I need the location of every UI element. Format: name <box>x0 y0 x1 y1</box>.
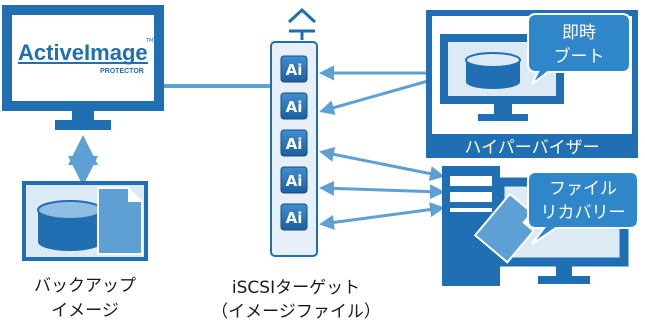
protector-monitor: ActiveImage TM PROTECTOR <box>2 5 164 130</box>
hypervisor-monitor-stand <box>494 104 512 114</box>
monitor-stand <box>72 108 94 120</box>
arrow-chip2-to-hypervisor <box>319 73 445 115</box>
logo-brand: ActiveImage <box>18 40 148 65</box>
database-icon <box>37 200 103 251</box>
chip-icon: Ai <box>280 203 308 231</box>
arrow-chip4-to-server <box>319 180 445 200</box>
logo-product: PROTECTOR <box>100 68 144 75</box>
logo-trademark: TM <box>145 38 153 44</box>
instant-boot-line2: ブート <box>554 46 605 67</box>
connection-arrows <box>319 65 445 230</box>
arrow-chip5-to-server <box>319 202 445 230</box>
chip-label: Ai <box>286 135 303 153</box>
chip-icon: Ai <box>280 129 308 157</box>
iscsi-label-line2: （イメージファイル） <box>211 302 381 322</box>
monitor-icon <box>2 5 164 111</box>
iscsi-label-line1: iSCSIターゲット <box>232 278 360 298</box>
instant-boot-line1: 即時 <box>562 23 596 43</box>
connector-icon <box>287 7 317 40</box>
physical-machine: ファイル リカバリー <box>442 166 639 286</box>
backup-label-line1: バックアップ <box>34 276 136 296</box>
document-icon <box>97 187 143 255</box>
chip-label: Ai <box>286 172 303 190</box>
chip-label: Ai <box>286 209 303 227</box>
file-recovery-callout <box>527 171 639 245</box>
desktop-monitor-stand <box>556 266 572 276</box>
chip-icon: Ai <box>280 166 308 194</box>
backup-label-line2: イメージ <box>51 301 119 321</box>
hypervisor-label: ハイパーバイザー <box>464 138 599 158</box>
instant-boot-callout <box>527 13 631 85</box>
arrow-chip3-to-server <box>319 146 445 182</box>
hypervisor-panel: 即時 ブート ハイパーバイザー <box>426 10 638 158</box>
hypervisor-monitor-base <box>478 114 528 121</box>
desktop-monitor-base <box>538 276 590 284</box>
file-recovery-line2: リカバリー <box>541 203 626 223</box>
drive-icon <box>465 52 521 89</box>
chip-label: Ai <box>286 61 303 79</box>
chip-icon: Ai <box>280 55 308 83</box>
chip-label: Ai <box>286 98 303 116</box>
backup-image <box>22 181 148 261</box>
file-recovery-line1: ファイル <box>549 179 617 199</box>
monitor-base <box>55 120 111 130</box>
chip-icon: Ai <box>280 92 308 120</box>
